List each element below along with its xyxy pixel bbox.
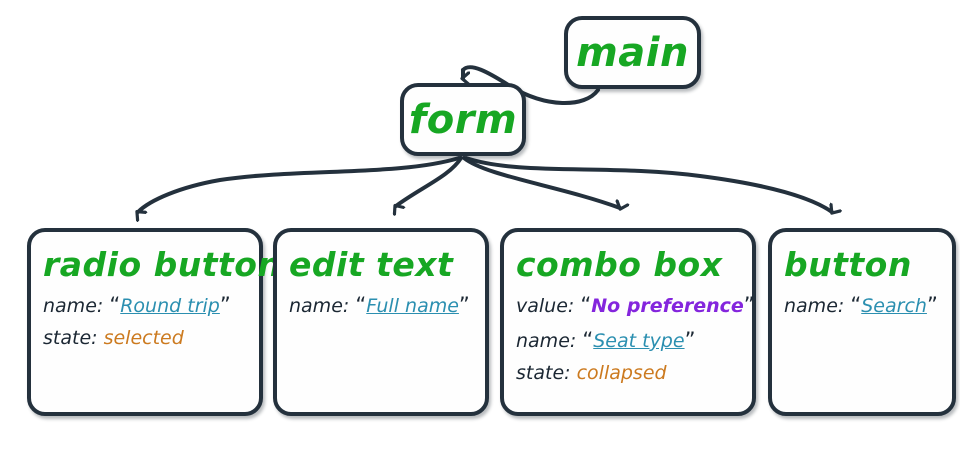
- attr-key-name: name:: [516, 329, 577, 352]
- quote-close: ”: [458, 293, 470, 318]
- node-main[interactable]: main: [564, 16, 701, 89]
- node-combo-box-title: combo box: [516, 245, 723, 284]
- attr-value-name: Full name: [366, 295, 459, 318]
- attr-row-name: name: “Full name”: [289, 291, 485, 320]
- attr-row-value: value: “No preference”: [516, 291, 755, 320]
- attr-key-state: state:: [516, 361, 571, 384]
- attr-key-value: value:: [516, 295, 575, 318]
- quote-close: ”: [926, 293, 938, 318]
- edge-form-to-edit-text: [396, 156, 463, 206]
- node-form-title: form: [408, 96, 518, 143]
- edge-form-to-button: [464, 156, 832, 212]
- attr-value-name: Round trip: [120, 295, 220, 318]
- node-main-title: main: [576, 29, 689, 76]
- node-radio-button-title: radio button: [43, 245, 282, 284]
- attr-row-name: name: “Search”: [784, 291, 952, 320]
- attr-key-state: state:: [43, 326, 98, 349]
- quote-open: “: [582, 327, 594, 352]
- attr-row-name: name: “Seat type”: [516, 326, 752, 355]
- quote-close: ”: [219, 293, 231, 318]
- quote-open: “: [580, 293, 592, 318]
- quote-close: ”: [684, 327, 696, 352]
- attr-value-value: No preference: [591, 295, 744, 318]
- quote-open: “: [355, 293, 367, 318]
- edge-form-to-combo-box: [462, 156, 620, 208]
- attr-value-name: Seat type: [593, 329, 685, 352]
- attr-row-state: state: selected: [43, 326, 259, 352]
- attr-value-state: collapsed: [576, 361, 667, 384]
- node-button-title: button: [784, 245, 912, 284]
- attr-row-state: state: collapsed: [516, 361, 752, 387]
- attr-value-state: selected: [103, 326, 184, 349]
- node-combo-box[interactable]: combo box value: “No preference” name: “…: [500, 228, 756, 416]
- quote-open: “: [109, 293, 121, 318]
- node-edit-text-title: edit text: [289, 245, 454, 284]
- attr-row-name: name: “Round trip”: [43, 291, 259, 320]
- node-button[interactable]: button name: “Search”: [768, 228, 956, 416]
- quote-open: “: [850, 293, 862, 318]
- node-radio-button[interactable]: radio button name: “Round trip” state: s…: [27, 228, 282, 416]
- attr-key-name: name:: [289, 295, 350, 318]
- attr-value-name: Search: [861, 295, 927, 318]
- attr-key-name: name:: [43, 295, 104, 318]
- quote-close: ”: [743, 293, 755, 318]
- attr-key-name: name:: [784, 295, 845, 318]
- node-form[interactable]: form: [400, 83, 526, 156]
- node-edit-text[interactable]: edit text name: “Full name”: [273, 228, 489, 416]
- edge-form-to-radio-button: [138, 156, 461, 212]
